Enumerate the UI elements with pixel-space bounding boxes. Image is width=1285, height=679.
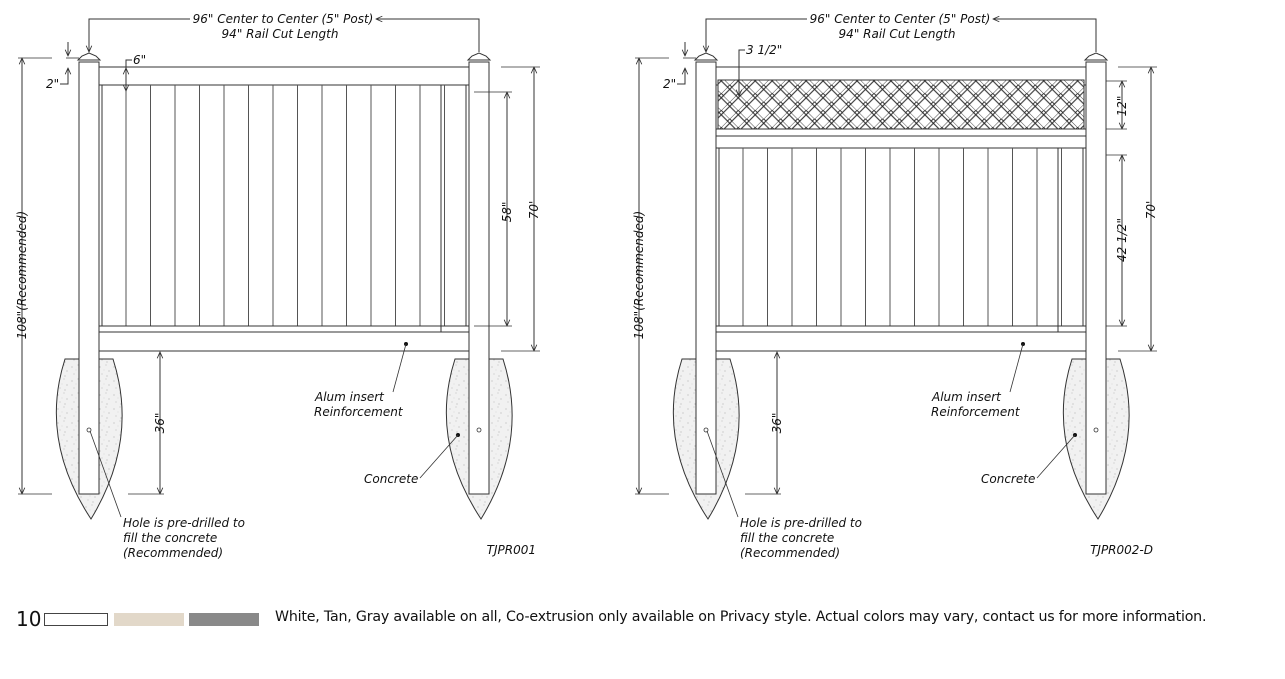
top-rail-dimension-label: 3 1/2" bbox=[746, 43, 782, 57]
leader-line bbox=[738, 49, 745, 58]
color-swatch-white bbox=[44, 613, 108, 626]
alum-insert-label: Alum insert bbox=[931, 390, 1002, 404]
post-cap bbox=[1083, 52, 1109, 61]
post bbox=[78, 61, 100, 495]
post-cap bbox=[76, 52, 102, 61]
post-cap bbox=[466, 52, 492, 61]
below-ground-label: 36" bbox=[770, 413, 784, 434]
panel-height-label: 42 1/2" bbox=[1115, 218, 1129, 262]
above-ground-label: 70' bbox=[527, 201, 541, 220]
hole-note-label: (Recommended) bbox=[740, 546, 840, 560]
hole-note-label: fill the concrete bbox=[123, 531, 217, 545]
fence-drawings: 96" Center to Center (5" Post)94" Rail C… bbox=[15, 12, 1158, 560]
total-height-label: 108"(Recommended) bbox=[15, 211, 29, 339]
dimension-line bbox=[60, 68, 68, 85]
total-height-label: 108"(Recommended) bbox=[632, 211, 646, 339]
top-rail-dimension-label: 6" bbox=[133, 53, 146, 67]
footer: 10 White, Tan, Gray available on all, Co… bbox=[0, 604, 1285, 632]
top-dimension-label: 96" Center to Center (5" Post) bbox=[193, 12, 374, 26]
below-ground-label: 36" bbox=[153, 413, 167, 434]
concrete-label: Concrete bbox=[981, 472, 1035, 486]
dimension-line bbox=[993, 19, 1097, 52]
dimension-line bbox=[706, 18, 807, 52]
cap-dimension-label: 2" bbox=[663, 77, 676, 91]
dimension-line bbox=[677, 68, 685, 85]
leader-line bbox=[89, 430, 122, 518]
post bbox=[695, 61, 717, 495]
hole-note-label: Hole is pre-drilled to bbox=[740, 516, 862, 530]
concrete-label: Concrete bbox=[364, 472, 418, 486]
leader-line bbox=[125, 59, 132, 68]
mid-rail bbox=[715, 135, 1087, 149]
color-availability-note: White, Tan, Gray available on all, Co-ex… bbox=[275, 609, 1207, 625]
post-hole bbox=[476, 427, 482, 433]
rail-cut-label: 94" Rail Cut Length bbox=[222, 27, 339, 41]
lattice-height-label: 12" bbox=[1115, 96, 1129, 117]
dimension-line bbox=[376, 19, 480, 52]
leader-line bbox=[706, 430, 739, 518]
alum-insert-label: Reinforcement bbox=[931, 405, 1021, 419]
hole-note-label: fill the concrete bbox=[740, 531, 834, 545]
post bbox=[468, 61, 490, 495]
leader-line bbox=[392, 343, 407, 393]
post bbox=[1085, 61, 1107, 495]
panel-height-label: 58" bbox=[500, 202, 514, 223]
alum-insert-label: Reinforcement bbox=[314, 405, 404, 419]
page-number: 10 bbox=[16, 607, 42, 631]
alum-insert-label: Alum insert bbox=[314, 390, 385, 404]
model-code-label: TJPR001 bbox=[487, 543, 536, 557]
fence-drawing-privacy-lattice: 96" Center to Center (5" Post)94" Rail C… bbox=[632, 12, 1158, 560]
top-rail bbox=[98, 66, 470, 86]
cap-dimension-label: 2" bbox=[46, 77, 59, 91]
dimension-line bbox=[89, 18, 190, 52]
leader-line bbox=[419, 434, 459, 479]
model-code-label: TJPR002-D bbox=[1090, 543, 1153, 557]
color-swatch-gray bbox=[189, 613, 259, 626]
rail-cut-label: 94" Rail Cut Length bbox=[839, 27, 956, 41]
lattice-bottom-rail bbox=[715, 128, 1087, 137]
post-cap bbox=[693, 52, 719, 61]
picket-panel bbox=[718, 147, 1084, 327]
bottom-rail bbox=[715, 331, 1087, 352]
fence-drawing-privacy: 96" Center to Center (5" Post)94" Rail C… bbox=[15, 12, 541, 560]
color-swatch-tan bbox=[114, 613, 184, 626]
post-hole bbox=[1093, 427, 1099, 433]
top-dimension-label: 96" Center to Center (5" Post) bbox=[810, 12, 991, 26]
lattice-panel bbox=[717, 79, 1085, 130]
leader-line bbox=[1036, 434, 1076, 479]
leader-line bbox=[1009, 343, 1024, 393]
hole-note-label: Hole is pre-drilled to bbox=[123, 516, 245, 530]
above-ground-label: 70' bbox=[1144, 201, 1158, 220]
picket-panel bbox=[101, 84, 467, 327]
bottom-rail bbox=[98, 331, 470, 352]
hole-note-label: (Recommended) bbox=[123, 546, 223, 560]
